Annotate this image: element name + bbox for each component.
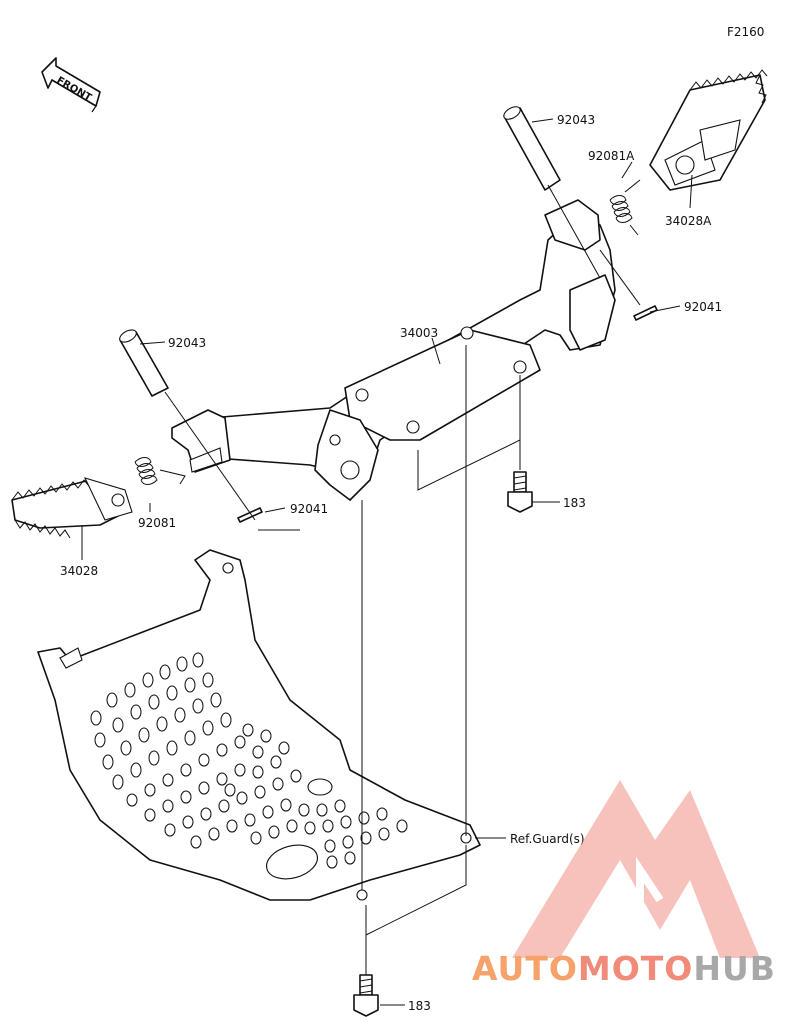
label-bracket: 34003 — [400, 326, 438, 340]
watermark-part1: AUTO — [472, 949, 578, 988]
watermark-part3: HUB — [693, 949, 776, 988]
spring-left — [134, 457, 186, 485]
label-spring-left: 92081 — [138, 516, 176, 530]
front-arrow-icon: FRONT — [41, 57, 101, 113]
bolt-upper — [507, 471, 533, 513]
cotter-left — [237, 507, 263, 523]
pin-left — [119, 329, 169, 397]
figure-code: F2160 — [727, 25, 764, 39]
label-footpeg-right: 34028A — [665, 214, 712, 228]
footpeg-right — [649, 69, 768, 191]
label-cotter-left: 92041 — [290, 502, 328, 516]
skid-guard — [37, 549, 481, 901]
pin-right — [503, 106, 561, 191]
watermark-text: AUTOMOTOHUB — [472, 949, 776, 988]
label-spring-right: 92081A — [588, 149, 635, 163]
bolt-lower — [353, 974, 379, 1017]
label-bolt-upper: 183 — [563, 496, 586, 510]
watermark-part2: MOTO — [578, 949, 693, 988]
label-guard-ref: Ref.Guard(s) — [510, 832, 585, 846]
label-bolt-lower: 183 — [408, 999, 431, 1013]
leader-lines — [81, 118, 693, 1006]
label-pin-right: 92043 — [557, 113, 595, 127]
guard-holes — [90, 652, 408, 869]
cotter-right — [633, 305, 658, 321]
footpeg-left — [11, 477, 133, 539]
callout-labels: 92043 92081A 34028A 92041 34003 92043 92… — [60, 113, 722, 1013]
footpeg-bracket — [171, 199, 616, 501]
label-cotter-right: 92041 — [684, 300, 722, 314]
label-footpeg-left: 34028 — [60, 564, 98, 578]
watermark-logo — [512, 780, 760, 958]
spring-right — [609, 179, 641, 236]
label-pin-left: 92043 — [168, 336, 206, 350]
